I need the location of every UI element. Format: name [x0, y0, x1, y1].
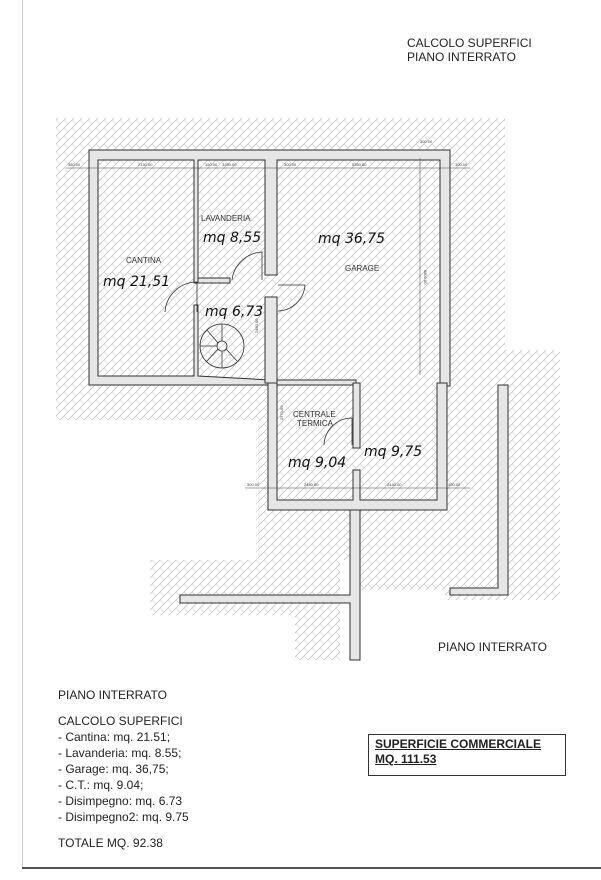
calc-item: - Garage: mq. 36,75;: [58, 762, 169, 776]
calc-subtitle: CALCOLO SUPERFICI: [58, 714, 183, 728]
area-cantina: mq 21,51: [103, 274, 170, 290]
calc-item: - Lavanderia: mq. 8.55;: [58, 746, 182, 760]
page-title: CALCOLO SUPERFICI PIANO INTERRATO: [407, 36, 532, 64]
calc-title: PIANO INTERRATO: [58, 688, 167, 702]
spiral-staircase-icon: [199, 323, 245, 369]
dim-label: 2450.00: [254, 318, 259, 333]
calc-item: - Disimpegno: mq. 6.73: [58, 794, 183, 808]
dimension-lines: [66, 158, 470, 489]
page-border-bottom: [22, 867, 601, 869]
calc-item: - C.T.: mq. 9.04;: [58, 778, 144, 792]
dim-label: 2480.00: [304, 482, 319, 487]
door-centrale-termica: [323, 417, 353, 446]
title-line-1: CALCOLO SUPERFICI: [407, 36, 532, 50]
dim-label: 6800.00: [423, 270, 428, 285]
dim-label: 300.00: [420, 139, 433, 144]
area-garage: mq 36,75: [318, 231, 385, 247]
room-label-lavanderia: LAVANDERIA: [201, 214, 251, 223]
area-disimpegno2: mq 9,75: [364, 444, 422, 460]
calc-item: - Disimpegno2: mq. 9.75: [58, 810, 189, 824]
calc-total: TOTALE MQ. 92.38: [58, 836, 163, 850]
commercial-area-box: SUPERFICIE COMMERCIALE MQ. 111.53: [368, 734, 566, 776]
room-label-centrale: CENTRALE: [293, 410, 336, 419]
door-lavanderia: [231, 251, 263, 281]
commercial-label: SUPERFICIE COMMERCIALE: [375, 737, 542, 751]
room-label-termica: TERMICA: [297, 419, 334, 428]
door-cantina: [164, 281, 198, 313]
calc-item: - Cantina: mq. 21.51;: [58, 730, 171, 744]
door-garage: [277, 284, 306, 312]
walls: [88, 149, 509, 661]
dim-label: 3250.00: [222, 162, 237, 167]
title-line-2: PIANO INTERRATO: [407, 50, 516, 64]
dim-label: 300.00: [448, 482, 461, 487]
area-centrale-termica: mq 9,04: [288, 455, 346, 471]
room-label-cantina: CANTINA: [126, 256, 162, 265]
area-lavanderia: mq 8,55: [203, 230, 261, 246]
area-disimpegno: mq 6,73: [205, 304, 263, 320]
page-border-left: [22, 0, 23, 868]
doors: [164, 251, 353, 446]
dim-label: 2440.00: [387, 482, 402, 487]
commercial-value: MQ. 111.53: [375, 752, 437, 766]
plan-label: PIANO INTERRATO: [438, 640, 547, 654]
dim-label: 300.00: [247, 482, 260, 487]
room-label-garage: GARAGE: [345, 264, 379, 273]
dim-label: 300.00: [455, 162, 468, 167]
dim-label: 2130.00: [138, 162, 153, 167]
area-calculation: PIANO INTERRATO CALCOLO SUPERFICI - Cant…: [58, 687, 189, 851]
dim-label: 380.00: [68, 162, 81, 167]
dim-label: 300.00: [284, 162, 297, 167]
dim-label: 150.00: [205, 162, 218, 167]
ground-hatching: [56, 118, 560, 660]
dim-label: 2770.00: [279, 405, 284, 420]
dim-label: 5350.00: [352, 162, 367, 167]
